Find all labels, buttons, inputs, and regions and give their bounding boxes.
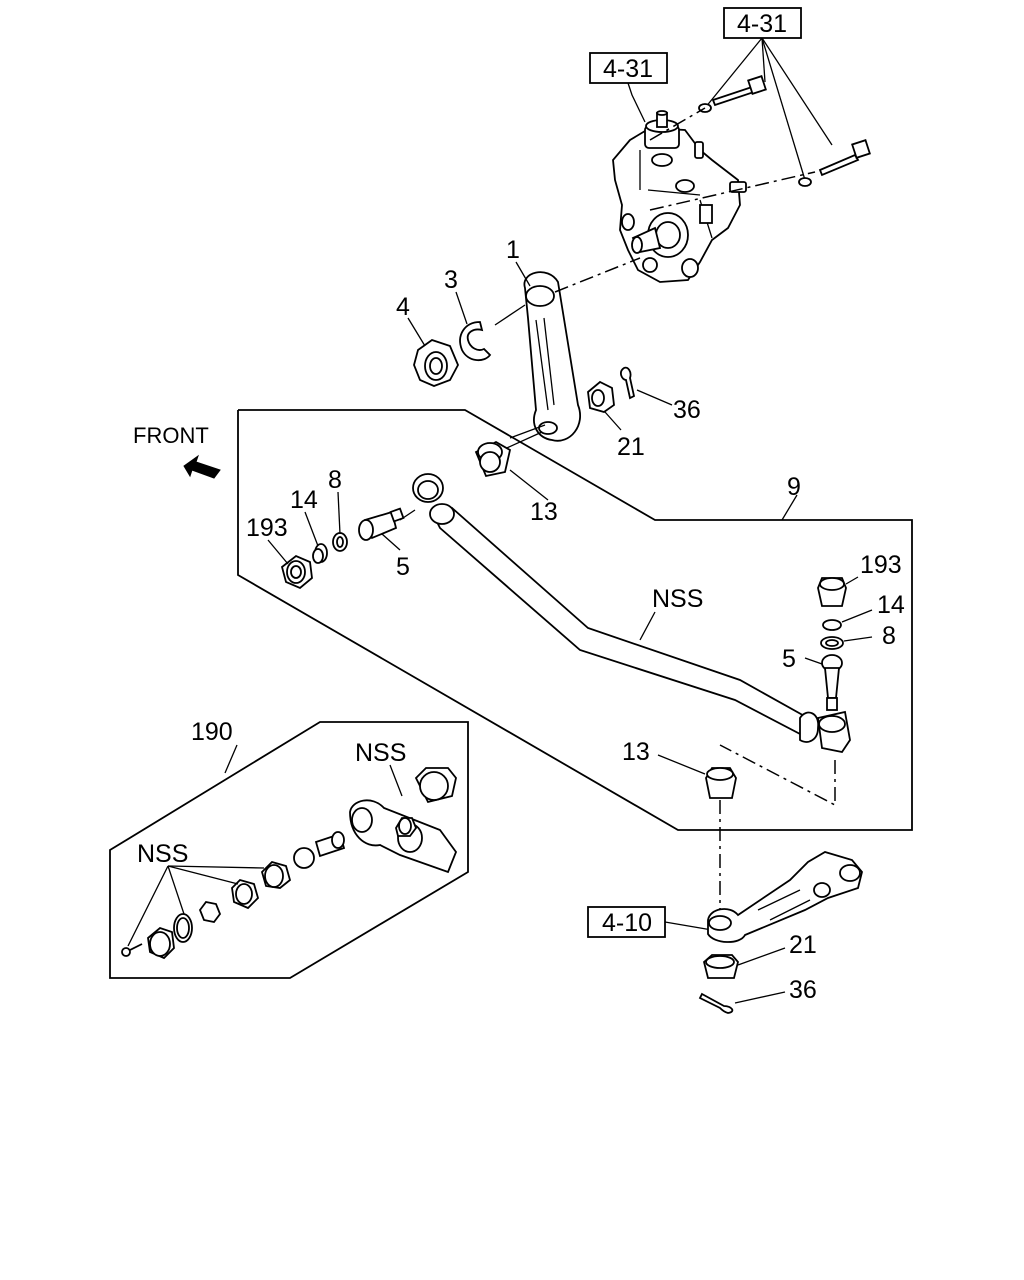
relay-arm-4-10 <box>707 851 863 943</box>
seal-ring-8-left <box>332 532 348 552</box>
assembly-frame-9 <box>237 409 913 831</box>
front-arrow-icon <box>183 454 221 479</box>
callout-8-right: 8 <box>882 622 896 650</box>
mounting-bolt-lower <box>798 139 871 187</box>
callout-14-left: 14 <box>290 486 318 514</box>
callout-nss-rod: NSS <box>652 585 703 613</box>
dust-boot-13-bottom <box>705 767 737 799</box>
ref-label-gear-top: 4-31 <box>737 10 787 38</box>
ref-box-gear-left[interactable]: 4-31 <box>589 52 668 84</box>
callout-nss-kit-top: NSS <box>355 739 406 767</box>
steering-gear-box <box>612 110 747 283</box>
repair-kit-frame-190 <box>109 721 469 979</box>
ball-stud-5-right <box>821 654 843 711</box>
plug-193-left <box>280 554 313 590</box>
callout-21-bottom: 21 <box>789 931 817 959</box>
kit-leaders <box>127 744 403 947</box>
callout-3: 3 <box>444 266 458 294</box>
callout-nss-kit-left: NSS <box>137 840 188 868</box>
cotter-pin-36-top <box>620 366 636 400</box>
callout-190: 190 <box>191 718 233 746</box>
plug-193-right <box>817 577 847 607</box>
callout-9: 9 <box>787 473 801 501</box>
ref-label-gear-left: 4-31 <box>603 55 653 83</box>
callout-21-top: 21 <box>617 433 645 461</box>
ring-14-left <box>312 543 328 564</box>
callout-4: 4 <box>396 293 410 321</box>
callout-193-right: 193 <box>860 551 902 579</box>
dust-boot-13-top <box>474 440 512 478</box>
castle-nut-21-top <box>587 380 615 413</box>
nut-4 <box>413 339 459 387</box>
repair-kit-parts-190 <box>121 767 458 960</box>
ref-box-arm[interactable]: 4-10 <box>587 906 666 938</box>
callout-36-top: 36 <box>673 396 701 424</box>
front-label: FRONT <box>133 423 209 448</box>
drag-link-rod <box>412 473 851 754</box>
pitman-arm <box>523 271 581 442</box>
cotter-pin-36-bottom <box>698 992 734 1014</box>
ref-label-arm: 4-10 <box>602 909 652 937</box>
callout-5-left: 5 <box>396 553 410 581</box>
front-direction-indicator: FRONT <box>133 423 221 479</box>
callout-1: 1 <box>506 236 520 264</box>
ref-leaders <box>627 37 833 931</box>
callout-leaders <box>267 261 873 775</box>
castle-nut-21-bottom <box>702 954 739 979</box>
callout-193-left: 193 <box>246 514 288 542</box>
ring-14-right <box>822 619 842 631</box>
callout-labels: 1 3 4 36 21 13 8 14 193 5 9 193 14 8 5 N… <box>137 236 905 1004</box>
callout-13-bottom: 13 <box>622 738 650 766</box>
callout-13-top: 13 <box>530 498 558 526</box>
ball-stud-5-left <box>358 507 405 541</box>
callout-8-left: 8 <box>328 466 342 494</box>
callout-5-right: 5 <box>782 645 796 673</box>
callout-36-bottom: 36 <box>789 976 817 1004</box>
callout-14-right: 14 <box>877 591 905 619</box>
lock-washer-3 <box>459 321 492 361</box>
ref-box-gear-top[interactable]: 4-31 <box>723 7 802 39</box>
mounting-bolt-upper <box>698 75 767 113</box>
seal-ring-8-right <box>820 636 844 650</box>
